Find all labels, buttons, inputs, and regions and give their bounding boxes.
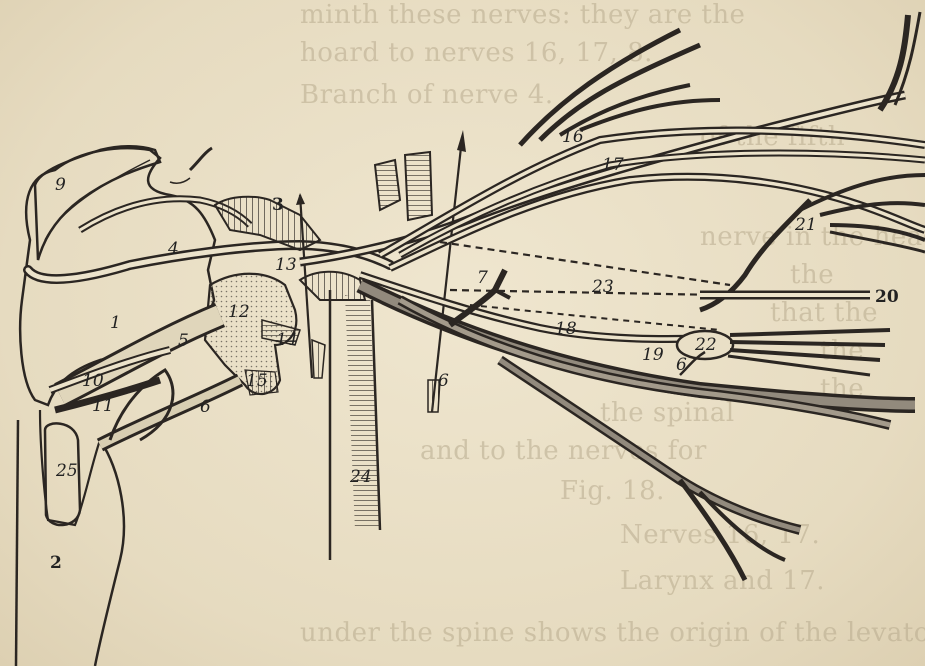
label-6-left: 6 (200, 397, 211, 417)
probe-left-head (296, 193, 305, 205)
label-21: 21 (794, 215, 817, 235)
vessel-top (300, 272, 365, 300)
label-25: 25 (55, 461, 78, 481)
probe-left-foot (312, 340, 325, 378)
vessel-upper (375, 160, 400, 210)
fan-22-a (730, 330, 890, 335)
label-1: 1 (110, 313, 121, 333)
label-15: 15 (246, 371, 268, 391)
branch-top-1 (520, 30, 680, 145)
label-9: 9 (55, 175, 66, 195)
label-20: 20 (875, 287, 899, 307)
vessel-24-hatch (345, 295, 380, 530)
label-24: 24 (349, 467, 372, 487)
label-2: 2 (50, 553, 62, 573)
label-10: 10 (82, 371, 104, 391)
small-branch-top (190, 148, 212, 170)
label-13: 13 (275, 255, 297, 275)
label-5: 5 (178, 331, 189, 351)
small-branch-top2 (170, 178, 190, 183)
label-11: 11 (92, 396, 114, 416)
label-23: 23 (591, 277, 614, 297)
label-7: 7 (477, 268, 488, 288)
label-17: 17 (602, 155, 624, 175)
label-18: 18 (555, 319, 577, 339)
label-14: 14 (276, 330, 298, 350)
label-22: 22 (694, 335, 717, 355)
neck-outline (95, 440, 124, 666)
left-edge-line (16, 420, 18, 666)
branch-top-2 (540, 45, 700, 140)
label-16: 16 (562, 127, 584, 147)
fan-22-b (730, 342, 885, 345)
label-12: 12 (228, 302, 250, 322)
label-4: 4 (167, 239, 179, 259)
vessel-upper2 (405, 152, 432, 220)
probe-right-head (457, 130, 466, 152)
label-6-small: 6 (676, 355, 687, 375)
label-6-mid: 6 (438, 371, 449, 391)
label-19: 19 (642, 345, 664, 365)
label-3: 3 (272, 195, 284, 215)
